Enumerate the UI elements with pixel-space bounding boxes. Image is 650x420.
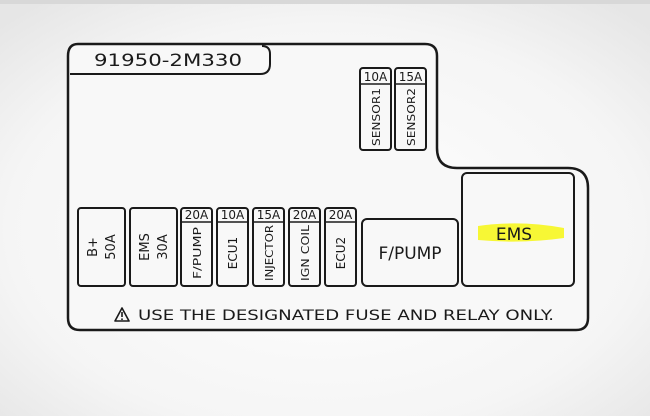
fuse-injector-name: INJECTOR <box>263 225 276 281</box>
fuse-b-plus-amp: 50A <box>104 234 119 260</box>
relay-fpump-name: F/PUMP <box>378 244 441 264</box>
fuse-b-plus: B+ 50A <box>77 207 126 287</box>
warning-triangle-icon <box>114 307 130 322</box>
fuse-ecu1-amp: 10A <box>221 208 245 222</box>
fuse-ecu2: 20A ECU2 <box>324 207 357 287</box>
warning-text: USE THE DESIGNATED FUSE AND RELAY ONLY. <box>138 308 554 324</box>
fuse-ems-amp: 30A <box>156 234 171 260</box>
fuse-ign-coil-name: IGN COIL <box>299 224 312 281</box>
warning: USE THE DESIGNATED FUSE AND RELAY ONLY. <box>114 307 554 324</box>
highlighter-mark <box>478 223 564 242</box>
fuse-sensor2-name: SENSOR2 <box>405 88 418 146</box>
fuse-injector-amp: 15A <box>257 208 281 222</box>
fuse-ecu2-amp: 20A <box>329 208 353 222</box>
fuse-ecu1-name: ECU1 <box>226 237 240 269</box>
fuse-ecu1: 10A ECU1 <box>216 207 249 287</box>
fuse-sensor2: 15A SENSOR2 <box>394 67 427 151</box>
part-number: 91950-2M330 <box>94 51 242 71</box>
part-number-frame <box>70 45 271 75</box>
fuse-sensor2-amp: 15A <box>399 70 423 84</box>
fuse-ecu2-name: ECU2 <box>334 237 348 269</box>
fuse-ems-name: EMS <box>138 233 153 261</box>
relay-ems-name: EMS <box>496 225 532 245</box>
fuse-injector: 15A INJECTOR <box>252 207 285 287</box>
fuse-sensor1-name: SENSOR1 <box>370 88 383 146</box>
fuse-ems-30a: EMS 30A <box>129 207 178 287</box>
fuse-ign-coil-amp: 20A <box>293 208 317 222</box>
fuse-b-plus-name: B+ <box>86 237 101 257</box>
relay-fpump: F/PUMP <box>361 218 459 287</box>
fuse-sensor1: 10A SENSOR1 <box>359 67 392 151</box>
fuse-fpump: 20A F/PUMP <box>180 207 213 287</box>
fuse-sensor1-amp: 10A <box>364 70 388 84</box>
fuse-ign-coil: 20A IGN COIL <box>288 207 321 287</box>
fuse-fpump-amp: 20A <box>185 208 209 222</box>
fuse-fpump-name: F/PUMP <box>191 227 204 279</box>
relay-ems: EMS <box>461 172 575 287</box>
top-edge <box>0 0 650 4</box>
